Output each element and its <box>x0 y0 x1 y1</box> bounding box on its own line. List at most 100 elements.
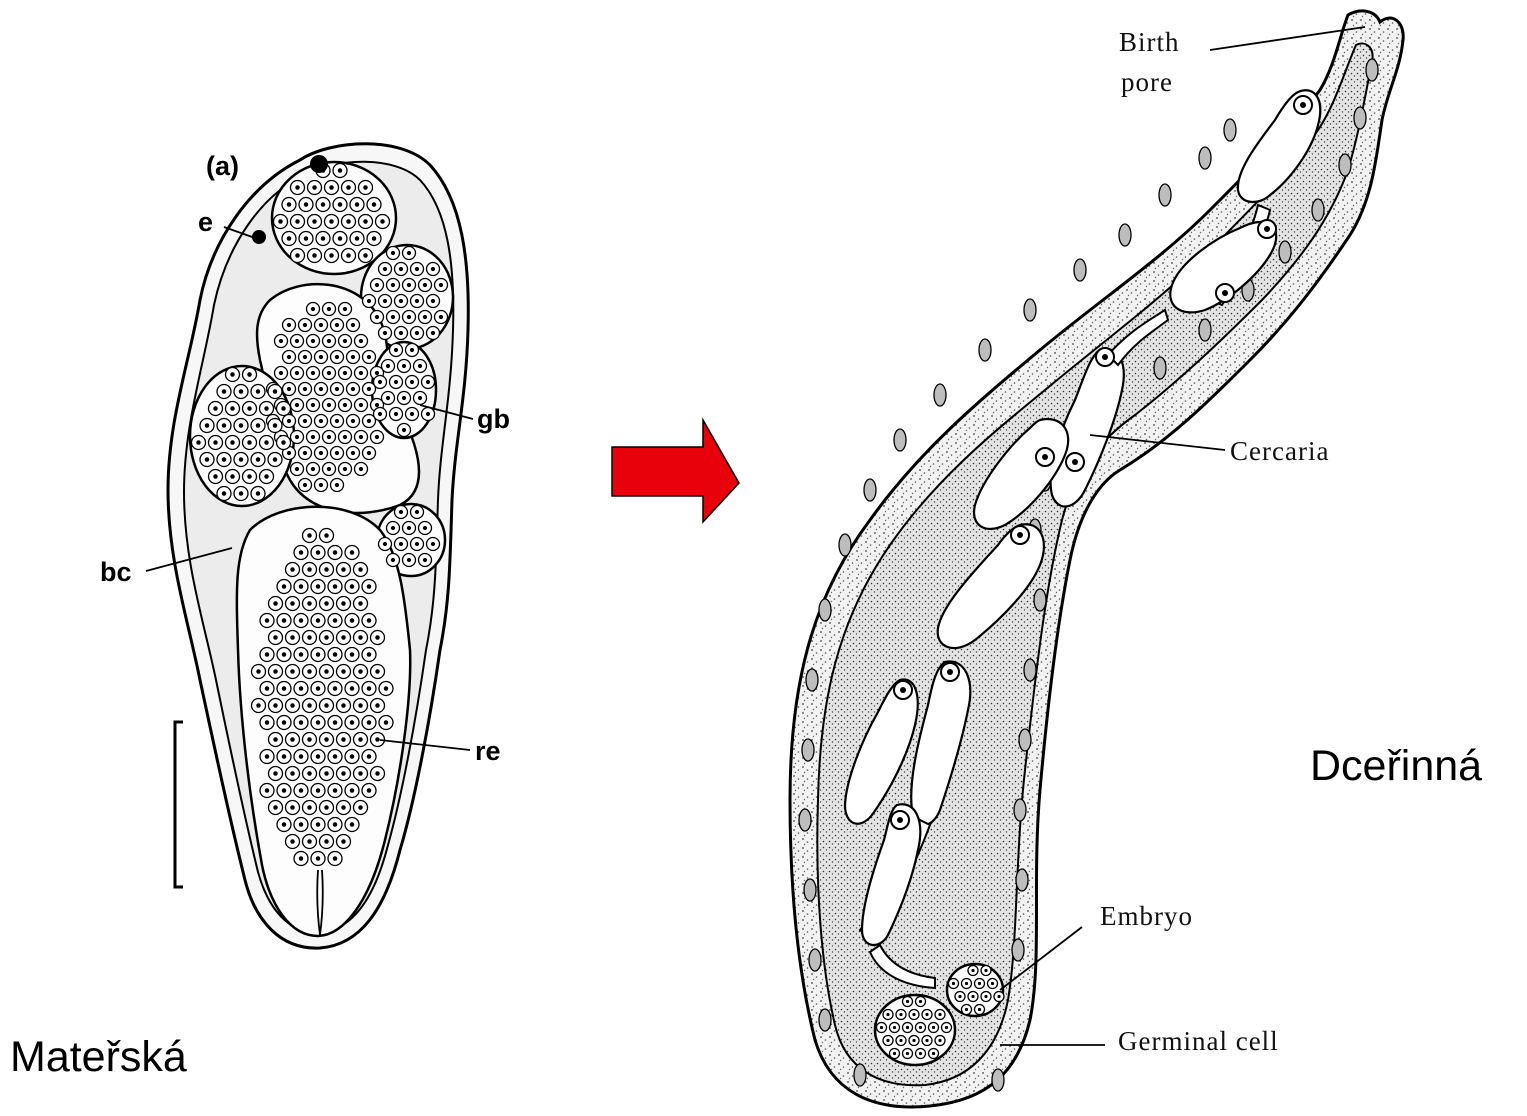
nucleus-dot <box>984 995 987 998</box>
nucleus-dot <box>287 202 291 206</box>
nucleus-dot <box>402 428 406 432</box>
nucleus-dot <box>402 396 406 400</box>
nucleus-dot <box>367 788 371 792</box>
nucleus-dot <box>415 299 419 303</box>
nucleus-dot <box>358 601 362 605</box>
wall-nucleus <box>1199 319 1211 341</box>
nucleus-dot <box>205 423 209 427</box>
nucleus-dot <box>350 720 354 724</box>
nucleus-dot <box>324 669 328 673</box>
nucleus-dot <box>319 387 323 391</box>
nucleus-dot <box>375 283 379 287</box>
nucleus-dot <box>205 457 209 461</box>
nucleus-dot <box>383 331 387 335</box>
nucleus-dot <box>384 720 388 724</box>
nucleus-dot <box>265 754 269 758</box>
wall-nucleus <box>992 1069 1004 1091</box>
nucleus-dot <box>279 339 283 343</box>
label-birth-pore-line1: Birth <box>1119 27 1180 57</box>
nucleus-dot <box>299 584 303 588</box>
nucleus-dot <box>394 412 398 416</box>
nucleus-dot <box>423 526 427 530</box>
nucleus-dot <box>978 1008 981 1011</box>
nucleus-dot <box>303 419 307 423</box>
nucleus-dot <box>399 299 403 303</box>
nucleus-dot <box>311 403 315 407</box>
nucleus-dot <box>386 364 390 368</box>
nucleus-dot <box>307 635 311 639</box>
nucleus-dot <box>343 435 347 439</box>
nucleus-dot <box>407 283 411 287</box>
nucleus-dot <box>906 1000 909 1003</box>
nucleus-dot <box>324 737 328 741</box>
wall-nucleus <box>799 809 811 831</box>
nucleus-dot <box>402 364 406 368</box>
nucleus-dot <box>945 1026 948 1029</box>
nucleus-dot <box>343 339 347 343</box>
nucleus-dot <box>350 584 354 588</box>
wall-nucleus <box>802 739 814 761</box>
nucleus-dot <box>299 550 303 554</box>
nucleus-dot <box>431 267 435 271</box>
nucleus-dot <box>423 315 427 319</box>
nucleus-dot <box>410 348 414 352</box>
nucleus-dot <box>407 526 411 530</box>
nucleus-dot <box>295 339 299 343</box>
nucleus-dot <box>333 686 337 690</box>
nucleus-dot <box>316 550 320 554</box>
nucleus-dot <box>256 389 260 393</box>
nucleus-dot <box>256 457 260 461</box>
nucleus-dot <box>333 788 337 792</box>
label-gb: gb <box>477 404 510 434</box>
nucleus-dot <box>399 542 403 546</box>
nucleus-dot <box>287 387 291 391</box>
mother-redia-drawing: (a) e gb bc re <box>100 144 510 948</box>
nucleus-dot <box>426 380 430 384</box>
nucleus-dot <box>418 364 422 368</box>
wall-nucleus <box>1019 729 1031 751</box>
nucleus-dot <box>282 822 286 826</box>
nucleus-dot <box>367 299 371 303</box>
cercaria-sucker-center <box>1222 290 1228 296</box>
nucleus-dot <box>350 652 354 656</box>
nucleus-dot <box>282 584 286 588</box>
nucleus-dot <box>307 703 311 707</box>
label-bc: bc <box>100 557 132 587</box>
nucleus-dot <box>431 542 435 546</box>
nucleus-dot <box>391 315 395 319</box>
cercaria-sucker-center <box>1264 226 1270 232</box>
nucleus-dot <box>912 1013 915 1016</box>
nucleus-dot <box>273 423 277 427</box>
nucleus-dot <box>307 533 311 537</box>
nucleus-dot <box>410 412 414 416</box>
nucleus-dot <box>307 669 311 673</box>
nucleus-dot <box>273 389 277 393</box>
nucleus-dot <box>335 483 339 487</box>
nucleus-dot <box>350 754 354 758</box>
cercaria-sucker-center <box>897 817 903 823</box>
nucleus-dot <box>295 435 299 439</box>
nucleus-dot <box>316 584 320 588</box>
nucleus-dot <box>282 720 286 724</box>
cercaria-sucker-center <box>1102 354 1108 360</box>
nucleus-dot <box>230 372 234 376</box>
nucleus-dot <box>893 1026 896 1029</box>
nucleus-dot <box>290 635 294 639</box>
nucleus-dot <box>439 315 443 319</box>
nucleus-dot <box>391 526 395 530</box>
nucleus-dot <box>256 491 260 495</box>
wall-nucleus <box>1012 939 1024 961</box>
nucleus-dot <box>327 371 331 375</box>
wall-nucleus <box>819 599 831 621</box>
nucleus-dot <box>338 236 342 240</box>
nucleus-dot <box>886 1039 889 1042</box>
daughter-redia-drawing: Birth pore Cercaria Embryo Germinal cell <box>790 11 1403 1107</box>
nucleus-dot <box>273 669 277 673</box>
wall-nucleus <box>934 384 946 406</box>
nucleus-dot <box>350 822 354 826</box>
cercaria-sucker-center <box>1072 459 1078 465</box>
wall-nucleus <box>979 339 991 361</box>
wall-nucleus <box>1366 59 1378 81</box>
nucleus-dot <box>282 686 286 690</box>
nucleus-dot <box>290 737 294 741</box>
